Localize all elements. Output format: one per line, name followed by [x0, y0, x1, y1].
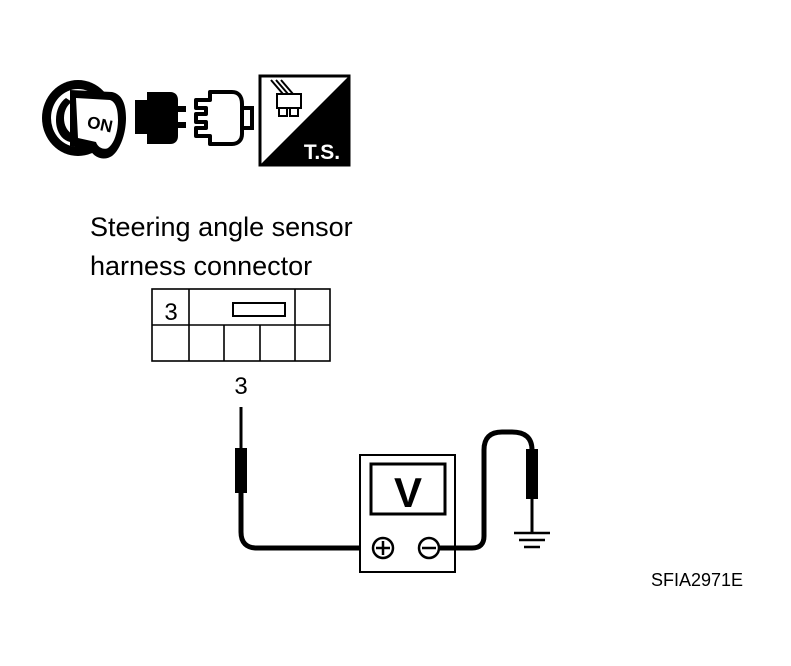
figure-code: SFIA2971E	[651, 570, 744, 590]
key-on-label: ON	[85, 113, 114, 137]
connector-disconnect-icon	[135, 90, 254, 146]
connector-title-line-2: harness connector	[90, 251, 313, 281]
ignition-key-icon: ON	[42, 80, 126, 159]
connector-cell-3-label: 3	[164, 299, 177, 326]
ts-label: T.S.	[304, 141, 340, 164]
connector-title-line-1: Steering angle sensor	[90, 212, 353, 242]
negative-test-lead	[439, 429, 538, 551]
harness-connector-face	[151, 288, 331, 362]
positive-test-lead	[235, 407, 379, 551]
meter-display-v: V	[394, 469, 422, 516]
ts-troubleshooting-icon: T.S.	[258, 74, 351, 167]
ground-icon	[514, 531, 550, 549]
probe-pin-label: 3	[234, 373, 247, 400]
voltmeter: V	[359, 454, 456, 573]
